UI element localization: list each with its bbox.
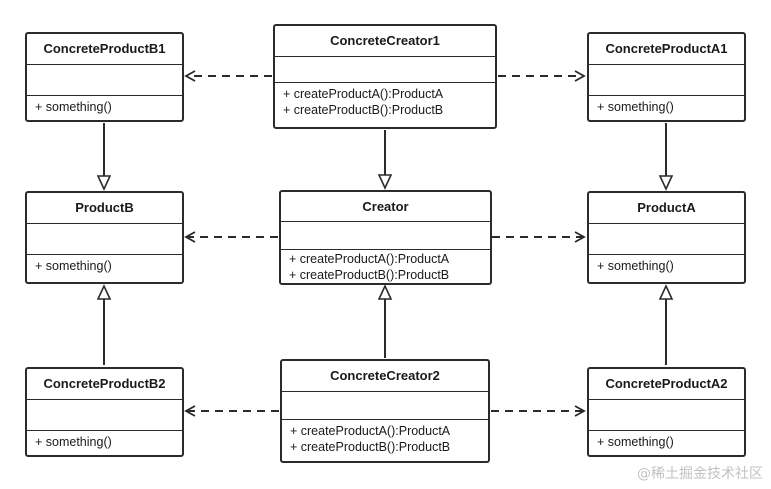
operation: + something() (35, 259, 112, 273)
operations-compartment: + something() (589, 96, 744, 115)
class-creator[interactable]: Creator + createProductA():ProductA + cr… (279, 190, 492, 285)
attributes-compartment (281, 222, 490, 250)
operation: + createProductB():ProductB (290, 440, 451, 454)
watermark-text: @稀土掘金技术社区 (637, 466, 763, 482)
class-name: Creator (281, 192, 490, 222)
operation: + something() (597, 100, 674, 114)
class-concrete-creator1[interactable]: ConcreteCreator1 + createProductA():Prod… (273, 24, 497, 129)
operation: + something() (35, 435, 112, 449)
operations-compartment: + createProductA():ProductA + createProd… (282, 420, 488, 455)
operation: + something() (35, 100, 112, 114)
attributes-compartment (589, 65, 744, 96)
operations-compartment: + something() (589, 431, 744, 450)
class-name: ConcreteProductA2 (589, 369, 744, 400)
operation: + createProductA():ProductA (283, 87, 444, 101)
attributes-compartment (27, 65, 182, 96)
class-product-b[interactable]: ProductB + something() (25, 191, 184, 284)
class-name: ConcreteCreator1 (275, 26, 495, 57)
operations-compartment: + something() (27, 96, 182, 115)
operation: + createProductB():ProductB (289, 268, 450, 282)
operation: + createProductA():ProductA (290, 424, 451, 438)
operations-compartment: + createProductA():ProductA + createProd… (281, 250, 490, 283)
operation: + createProductA():ProductA (289, 252, 450, 266)
attributes-compartment (589, 400, 744, 431)
operations-compartment: + createProductA():ProductA + createProd… (275, 83, 495, 118)
class-concrete-product-a1[interactable]: ConcreteProductA1 + something() (587, 32, 746, 122)
class-name: ConcreteProductB1 (27, 34, 182, 65)
operations-compartment: + something() (27, 431, 182, 450)
attributes-compartment (27, 224, 182, 255)
class-name: ConcreteProductA1 (589, 34, 744, 65)
class-concrete-product-b2[interactable]: ConcreteProductB2 + something() (25, 367, 184, 457)
class-name: ConcreteCreator2 (282, 361, 488, 392)
attributes-compartment (275, 57, 495, 83)
operation: + something() (597, 259, 674, 273)
operations-compartment: + something() (589, 255, 744, 274)
class-name: ConcreteProductB2 (27, 369, 182, 400)
attributes-compartment (282, 392, 488, 420)
class-name: ProductA (589, 193, 744, 224)
operation: + something() (597, 435, 674, 449)
attributes-compartment (589, 224, 744, 255)
class-name: ProductB (27, 193, 182, 224)
class-concrete-product-b1[interactable]: ConcreteProductB1 + something() (25, 32, 184, 122)
class-concrete-creator2[interactable]: ConcreteCreator2 + createProductA():Prod… (280, 359, 490, 463)
operation: + createProductB():ProductB (283, 103, 444, 117)
attributes-compartment (27, 400, 182, 431)
class-product-a[interactable]: ProductA + something() (587, 191, 746, 284)
operations-compartment: + something() (27, 255, 182, 274)
class-concrete-product-a2[interactable]: ConcreteProductA2 + something() (587, 367, 746, 457)
